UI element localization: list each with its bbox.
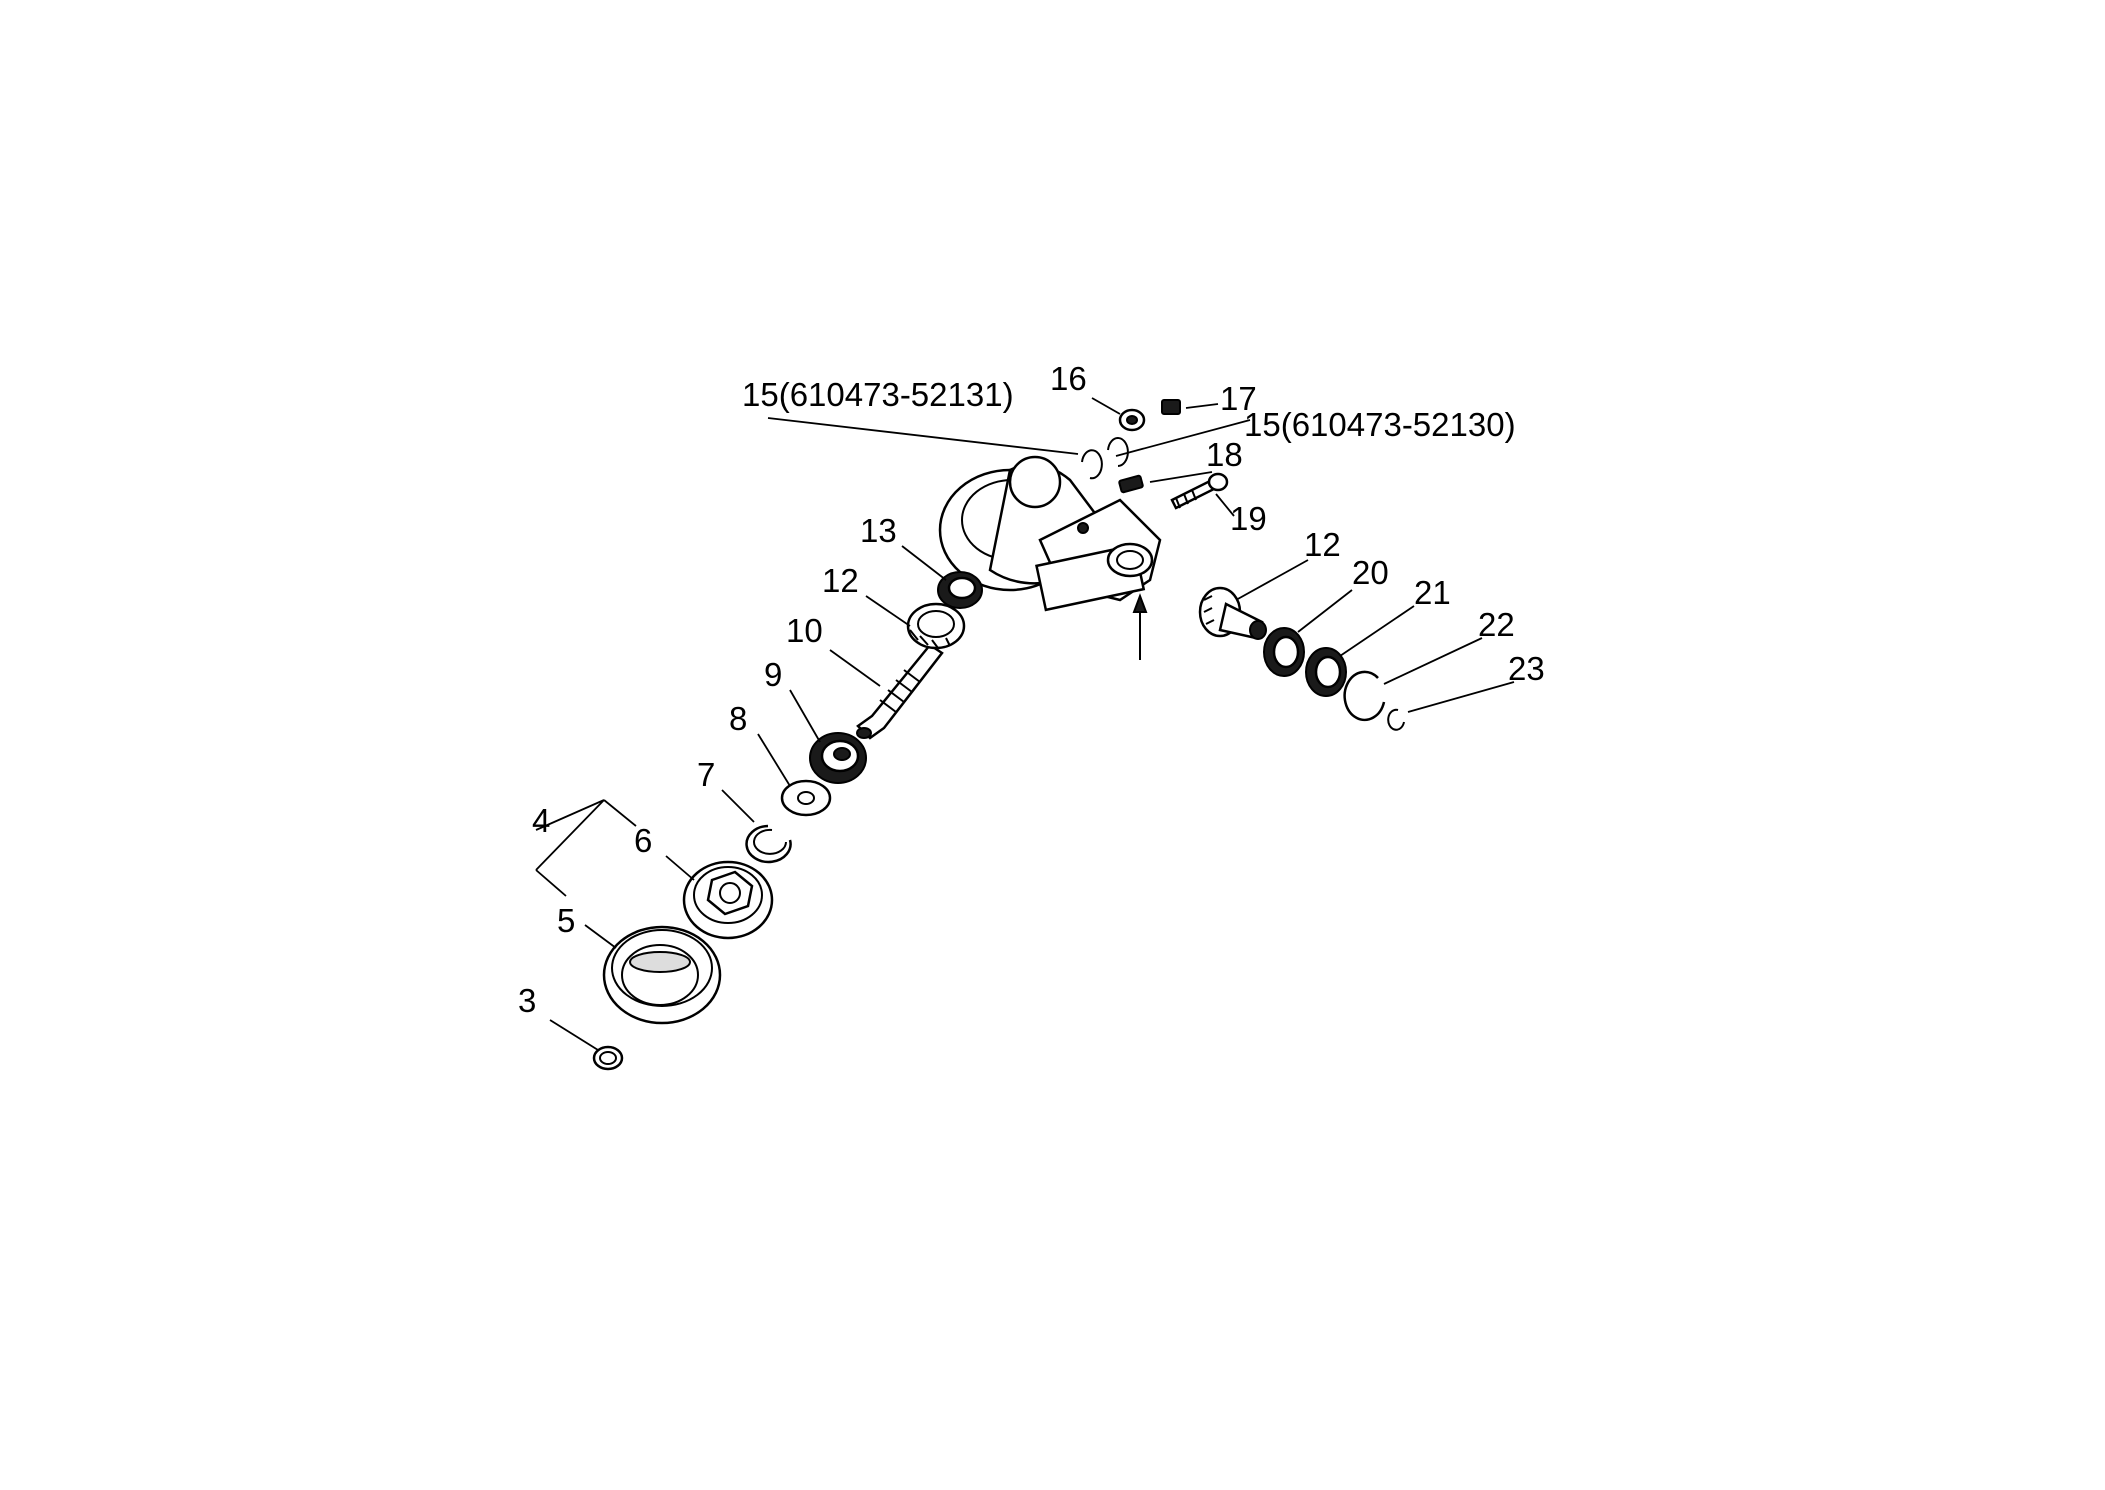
callout-12-left: 12 [822, 562, 859, 599]
part-8-washer [780, 779, 832, 817]
part-10-shaft [856, 643, 944, 740]
gear-case-housing [938, 455, 1162, 660]
part-19-bolt [1170, 472, 1229, 510]
callout-12-right: 12 [1304, 526, 1341, 563]
callout-10: 10 [786, 612, 823, 649]
part-23-clip [1387, 708, 1405, 731]
callout-22: 22 [1478, 606, 1515, 643]
callout-18: 18 [1206, 436, 1243, 473]
part-12-gear-left [906, 602, 966, 650]
part-18-bolt [1118, 474, 1144, 494]
part-5-cover [602, 925, 722, 1025]
callout-23: 23 [1508, 650, 1545, 687]
callout-labels: 3 4 5 6 7 8 9 10 12 13 15(610473-52131) … [518, 360, 1545, 1019]
callout-20: 20 [1352, 554, 1389, 591]
part-21-bearing [1305, 647, 1347, 697]
part-15-oring-right [1107, 437, 1129, 467]
callout-21: 21 [1414, 574, 1451, 611]
part-6-holder [682, 860, 774, 940]
callout-7: 7 [697, 756, 715, 793]
callout-13: 13 [860, 512, 897, 549]
leader-lines [535, 397, 1515, 1051]
part-15-oring-left [1081, 449, 1103, 480]
part-12-gear-right [1198, 586, 1267, 640]
callout-3: 3 [518, 982, 536, 1019]
part-3-ring [592, 1045, 624, 1071]
callout-16: 16 [1050, 360, 1087, 397]
callout-9: 9 [764, 656, 782, 693]
part-17-screw [1161, 399, 1181, 415]
part-20-bearing [1263, 627, 1305, 677]
callout-15-right: 15(610473-52130) [1244, 406, 1516, 443]
callout-15-left: 15(610473-52131) [742, 376, 1014, 413]
part-9-bearing [809, 732, 867, 784]
part-13-bearing [937, 571, 983, 609]
callout-8: 8 [729, 700, 747, 737]
callout-4: 4 [532, 802, 550, 839]
callout-19: 19 [1230, 500, 1267, 537]
callout-6: 6 [634, 822, 652, 859]
part-7-snap-ring [745, 824, 792, 864]
part-16-washer [1118, 408, 1146, 432]
callout-5: 5 [557, 902, 575, 939]
part-22-snap-ring [1343, 670, 1386, 722]
callout-17: 17 [1220, 380, 1257, 417]
